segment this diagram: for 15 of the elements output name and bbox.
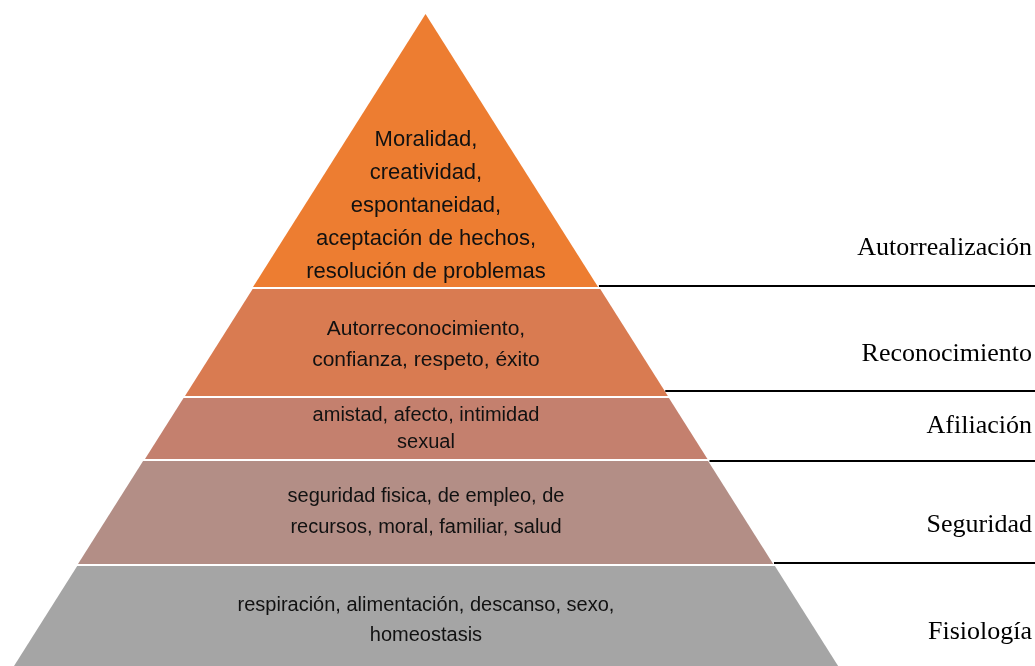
level-description: amistad, afecto, intimidad sexual [311,402,541,454]
level-name: Afiliación [926,410,1032,440]
level-name: Seguridad [926,509,1032,539]
level-description: seguridad fisica, de empleo, de recursos, moral, familiar, salud [286,483,566,539]
level-description: respiración, alimentación, descanso, sexo, homeostasis [236,592,616,647]
level-name: Autorrealización [857,232,1032,262]
level-description: Moralidad, creatividad, espontaneidad, aceptación de hechos, resolución de problemas [305,125,547,285]
level-name: Reconocimiento [861,338,1032,368]
pyramid-top-triangle [253,14,599,287]
level-name: Fisiología [928,616,1032,646]
pyramid-level-band [144,398,708,459]
pyramid-level-band [13,566,839,666]
level-description: Autorreconocimiento, confianza, respeto, éxito [311,315,541,372]
pyramid-level-band [78,461,774,564]
pyramid-level-band [184,289,668,396]
